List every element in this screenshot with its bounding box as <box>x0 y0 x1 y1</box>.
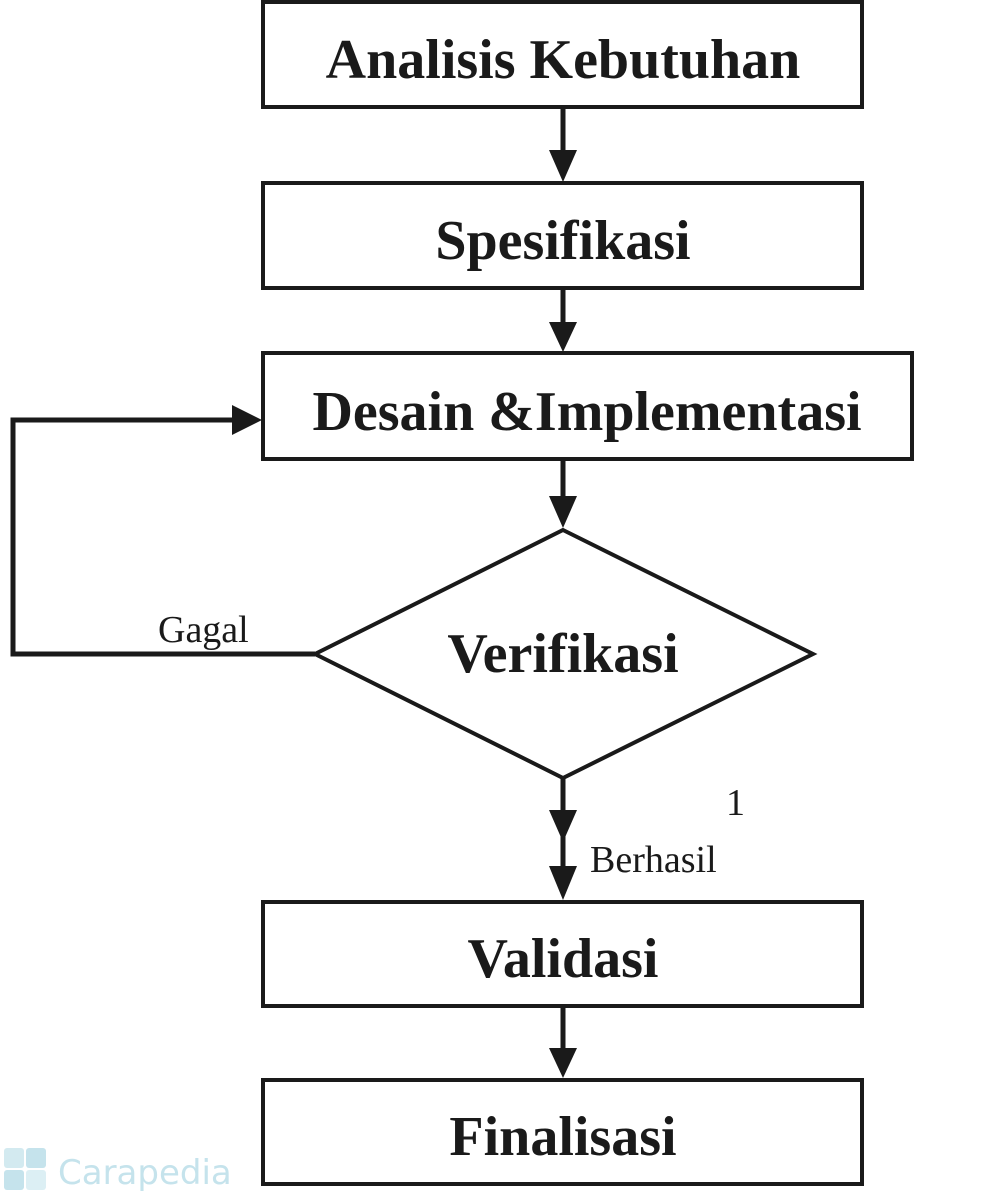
watermark-text: Carapedia <box>58 1153 232 1193</box>
step-validasi-label: Validasi <box>468 928 659 990</box>
arrow-gagal-loop: Gagal <box>10 405 315 657</box>
gagal-label: Gagal <box>158 609 249 651</box>
step-spesifikasi-box <box>261 181 864 290</box>
step-spesifikasi: Spesifikasi <box>261 181 864 290</box>
berhasil-label: Berhasil <box>590 839 717 881</box>
step-desain-label: Desain &Implementasi <box>312 381 861 443</box>
step-analisis-kebutuhan: Analisis Kebutuhan <box>261 0 864 109</box>
arrow-analisis-to-spesifikasi <box>549 107 577 182</box>
step-finalisasi-label: Finalisasi <box>449 1106 676 1168</box>
decision-verifikasi: Verifikasi <box>310 527 818 781</box>
step-spesifikasi-label: Spesifikasi <box>435 210 690 272</box>
watermark-logo-icon <box>4 1148 46 1190</box>
arrow-validasi-to-finalisasi <box>549 1006 577 1078</box>
decision-verifikasi-label: Verifikasi <box>447 623 678 685</box>
arrow-desain-to-verifikasi <box>549 459 577 528</box>
arrow-berhasil: Berhasil 1 <box>549 778 745 900</box>
step-analisis-label: Analisis Kebutuhan <box>326 29 801 91</box>
marker-label: 1 <box>726 782 745 824</box>
watermark: Carapedia <box>4 1148 232 1193</box>
step-analisis-box <box>261 0 864 109</box>
arrow-spesifikasi-to-desain <box>549 288 577 352</box>
step-desain-box <box>261 351 914 461</box>
step-validasi: Validasi <box>261 900 864 1008</box>
step-finalisasi: Finalisasi <box>261 1078 864 1186</box>
step-desain-implementasi: Desain &Implementasi <box>261 351 914 461</box>
step-validasi-box <box>261 900 864 1008</box>
step-finalisasi-box <box>261 1078 864 1186</box>
